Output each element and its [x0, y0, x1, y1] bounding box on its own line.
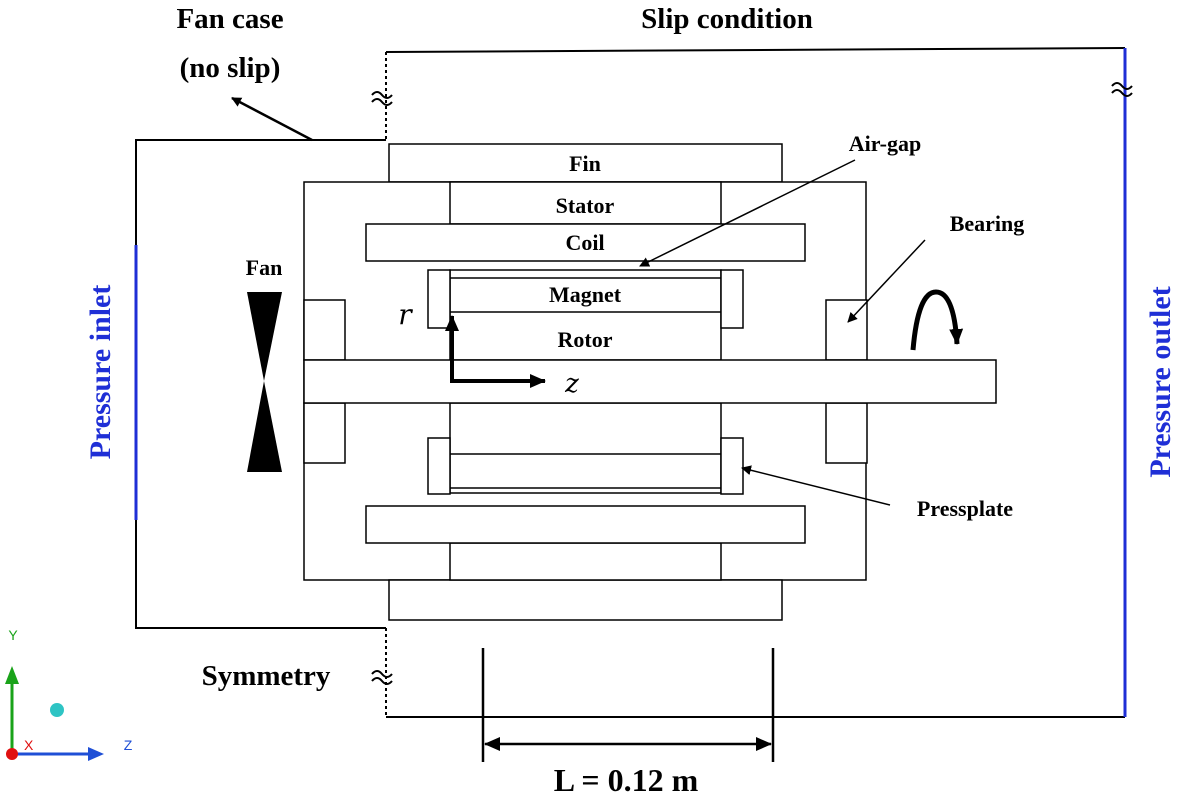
triad-sphere — [50, 703, 64, 717]
slip-boundary — [385, 47, 1126, 53]
magnet-label: Magnet — [549, 282, 622, 307]
stator-top — [449, 181, 722, 225]
coordinate-triad: Y X Z — [5, 627, 133, 761]
pressure-outlet-label: Pressure outlet — [1144, 286, 1177, 477]
coil-label: Coil — [565, 230, 604, 255]
fan-blade-bottom — [247, 381, 282, 472]
triad-y-label: Y — [8, 627, 18, 643]
fan-label: Fan — [246, 255, 283, 280]
break-symbol-top-right — [1111, 82, 1133, 97]
length-dimension — [481, 648, 775, 762]
fan-blade-top — [247, 292, 282, 381]
fan-symbol — [247, 292, 282, 472]
fin-bottom — [388, 579, 783, 621]
triad-x-label: X — [24, 737, 34, 753]
z-axis-label: z — [564, 369, 579, 399]
stator-label: Stator — [556, 193, 615, 218]
pressplate-label: Pressplate — [917, 496, 1013, 521]
shaft — [303, 359, 997, 404]
triad-y-arrowhead — [5, 666, 19, 684]
symmetry-label: Symmetry — [202, 660, 331, 692]
rotor-label: Rotor — [558, 327, 613, 352]
bearing-bottom-left — [303, 402, 346, 464]
leader-arrows — [231, 96, 926, 506]
triad-z-label: Z — [124, 737, 133, 753]
break-symbol-top-left — [371, 91, 393, 106]
triad-origin — [6, 748, 18, 760]
bearing-label: Bearing — [950, 211, 1025, 236]
fin-label: Fin — [569, 151, 601, 176]
pressplate-top-left — [427, 269, 451, 329]
fan-case-leader — [231, 96, 313, 142]
break-symbol-bottom — [371, 670, 393, 685]
slip-condition-label: Slip condition — [641, 3, 813, 35]
pressplate-leader — [741, 465, 891, 506]
bearing-top-left — [303, 299, 346, 361]
pressplate-bottom-right — [720, 437, 744, 495]
bearing-leader — [847, 239, 926, 323]
bearing-bottom-right — [825, 402, 868, 464]
stator-bottom — [449, 542, 722, 581]
coil-top — [365, 223, 806, 262]
length-label: L = 0.12 m — [554, 762, 699, 798]
motor-body — [303, 143, 997, 621]
air-gap-leader — [639, 159, 856, 267]
fan-case-label: Fan case — [176, 3, 283, 35]
pressplate-bottom-left — [427, 437, 451, 495]
break-symbols — [371, 82, 1133, 685]
coil-bottom — [365, 505, 806, 544]
local-axes — [445, 315, 546, 388]
pressure-inlet-label: Pressure inlet — [84, 285, 117, 460]
triad-z-arrowhead — [88, 747, 104, 761]
no-slip-label: (no slip) — [180, 52, 281, 84]
pressplate-top-right — [720, 269, 744, 329]
air-gap-label: Air-gap — [849, 131, 922, 156]
magnet-top — [449, 277, 722, 313]
fin-top — [388, 143, 783, 183]
rotation-arrow — [910, 289, 964, 351]
r-axis-label: r — [398, 298, 413, 331]
magnet-bottom — [449, 453, 722, 489]
